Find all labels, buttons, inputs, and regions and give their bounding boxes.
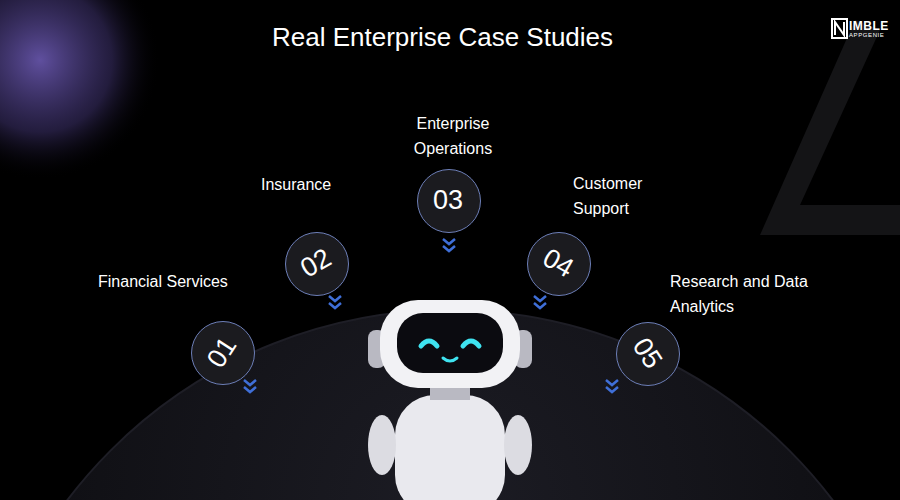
callout-number: 02: [295, 243, 337, 285]
case-label: Insurance: [261, 172, 361, 197]
logo-text: APPGENIE: [849, 32, 884, 38]
robot-illustration: [368, 300, 532, 500]
case-label: Customer Support: [573, 171, 673, 221]
chevron-group: [244, 239, 618, 392]
case-label: Enterprise Operations: [398, 111, 508, 161]
number-circle: 02Insurance: [285, 232, 349, 296]
number-circle: 04Customer Support: [527, 232, 591, 296]
logo-mark: [832, 19, 847, 38]
callout-number: 05: [626, 332, 668, 374]
planet-arc: [0, 310, 900, 500]
number-circle: 05Research and Data Analytics: [616, 322, 680, 386]
purple-glow: [0, 0, 160, 180]
callout-number: 01: [201, 331, 243, 373]
callout-number: 03: [433, 185, 463, 216]
case-label: Financial Services: [98, 269, 258, 294]
number-circle: 03Enterprise Operations: [417, 169, 481, 233]
logo-text: IMBLE: [849, 19, 889, 33]
background-shape: [760, 20, 900, 235]
diagram-title: Real Enterprise Case Studies: [272, 22, 613, 53]
callout-number: 04: [537, 243, 579, 285]
number-circle: 01Financial Services: [191, 321, 255, 385]
case-label: Research and Data Analytics: [670, 269, 835, 319]
